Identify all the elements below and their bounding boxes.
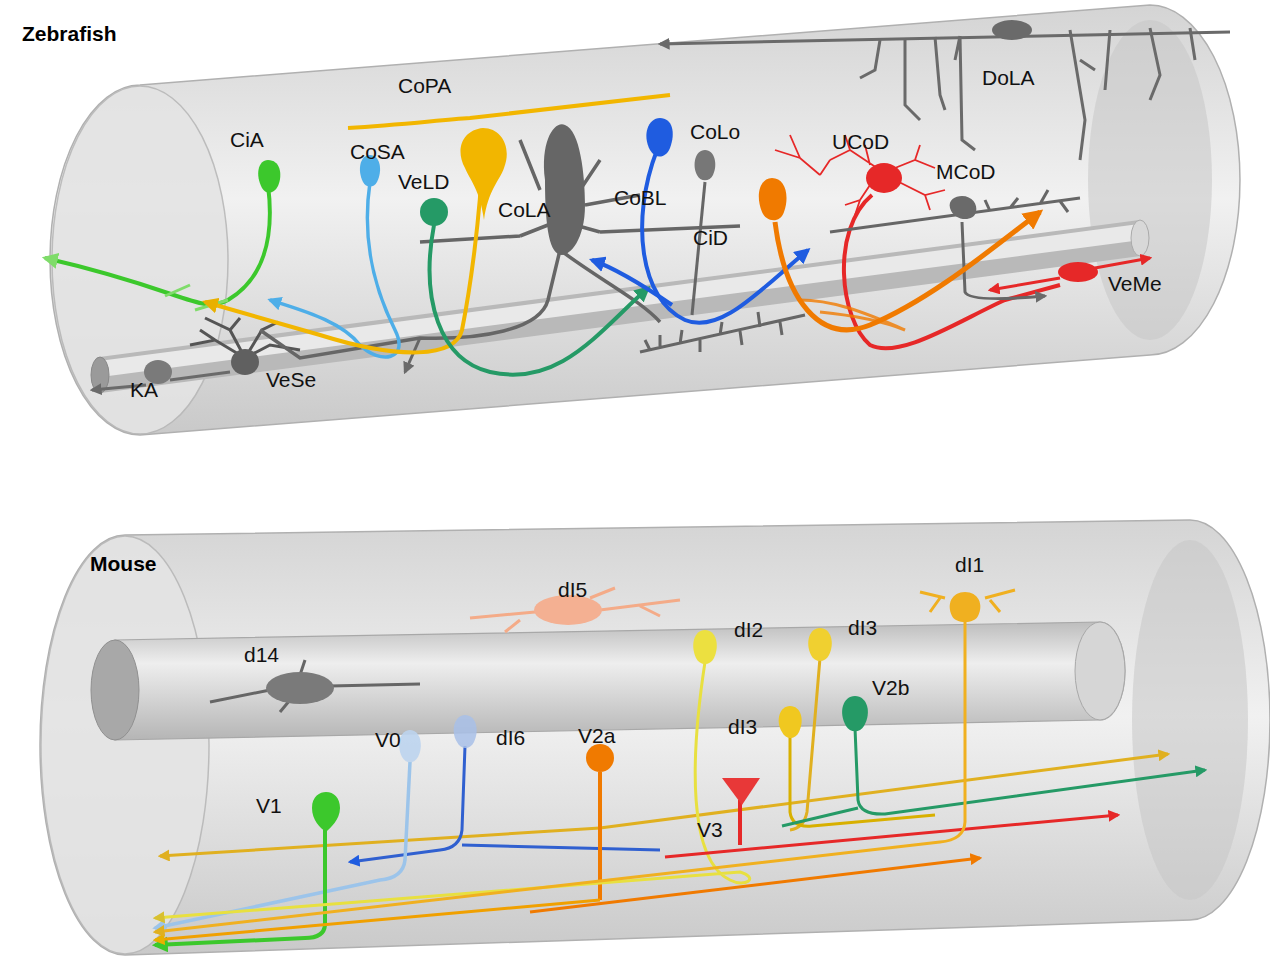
neuron-label: DoLA	[982, 66, 1035, 89]
neuron-label: CoLo	[690, 120, 740, 143]
neuron-label: VeLD	[398, 170, 449, 193]
neuron-label: V0	[375, 728, 401, 751]
neuron-label: dI1	[955, 553, 984, 576]
neuron-label: VeSe	[266, 368, 316, 391]
neuron-label: dI3	[848, 616, 877, 639]
neuron-label: CiD	[693, 226, 728, 249]
neuron-label: CiA	[230, 128, 264, 151]
neuron-label: MCoD	[936, 160, 996, 183]
neuron-label: d14	[244, 643, 279, 666]
neuron-label: dI6	[496, 726, 525, 749]
neuron-label: KA	[130, 378, 158, 401]
neuron-label: CoLA	[498, 198, 551, 221]
neuron-label: dI3	[728, 715, 757, 738]
neuron-label: V3	[697, 818, 723, 841]
neuron-label: CoSA	[350, 140, 405, 163]
neuron-label: V2a	[578, 724, 615, 747]
panel-title: Zebrafish	[22, 22, 117, 45]
neuron-label: UCoD	[832, 130, 889, 153]
neuron-label: VeMe	[1108, 272, 1162, 295]
neuron-label: V1	[256, 794, 282, 817]
neuron-label: dI5	[558, 578, 587, 601]
panel-title: Mouse	[90, 552, 157, 575]
neuron-label: V2b	[872, 676, 909, 699]
neuron-label: CoPA	[398, 74, 451, 97]
neuron-label: dI2	[734, 618, 763, 641]
neuron-label: CoBL	[614, 186, 667, 209]
